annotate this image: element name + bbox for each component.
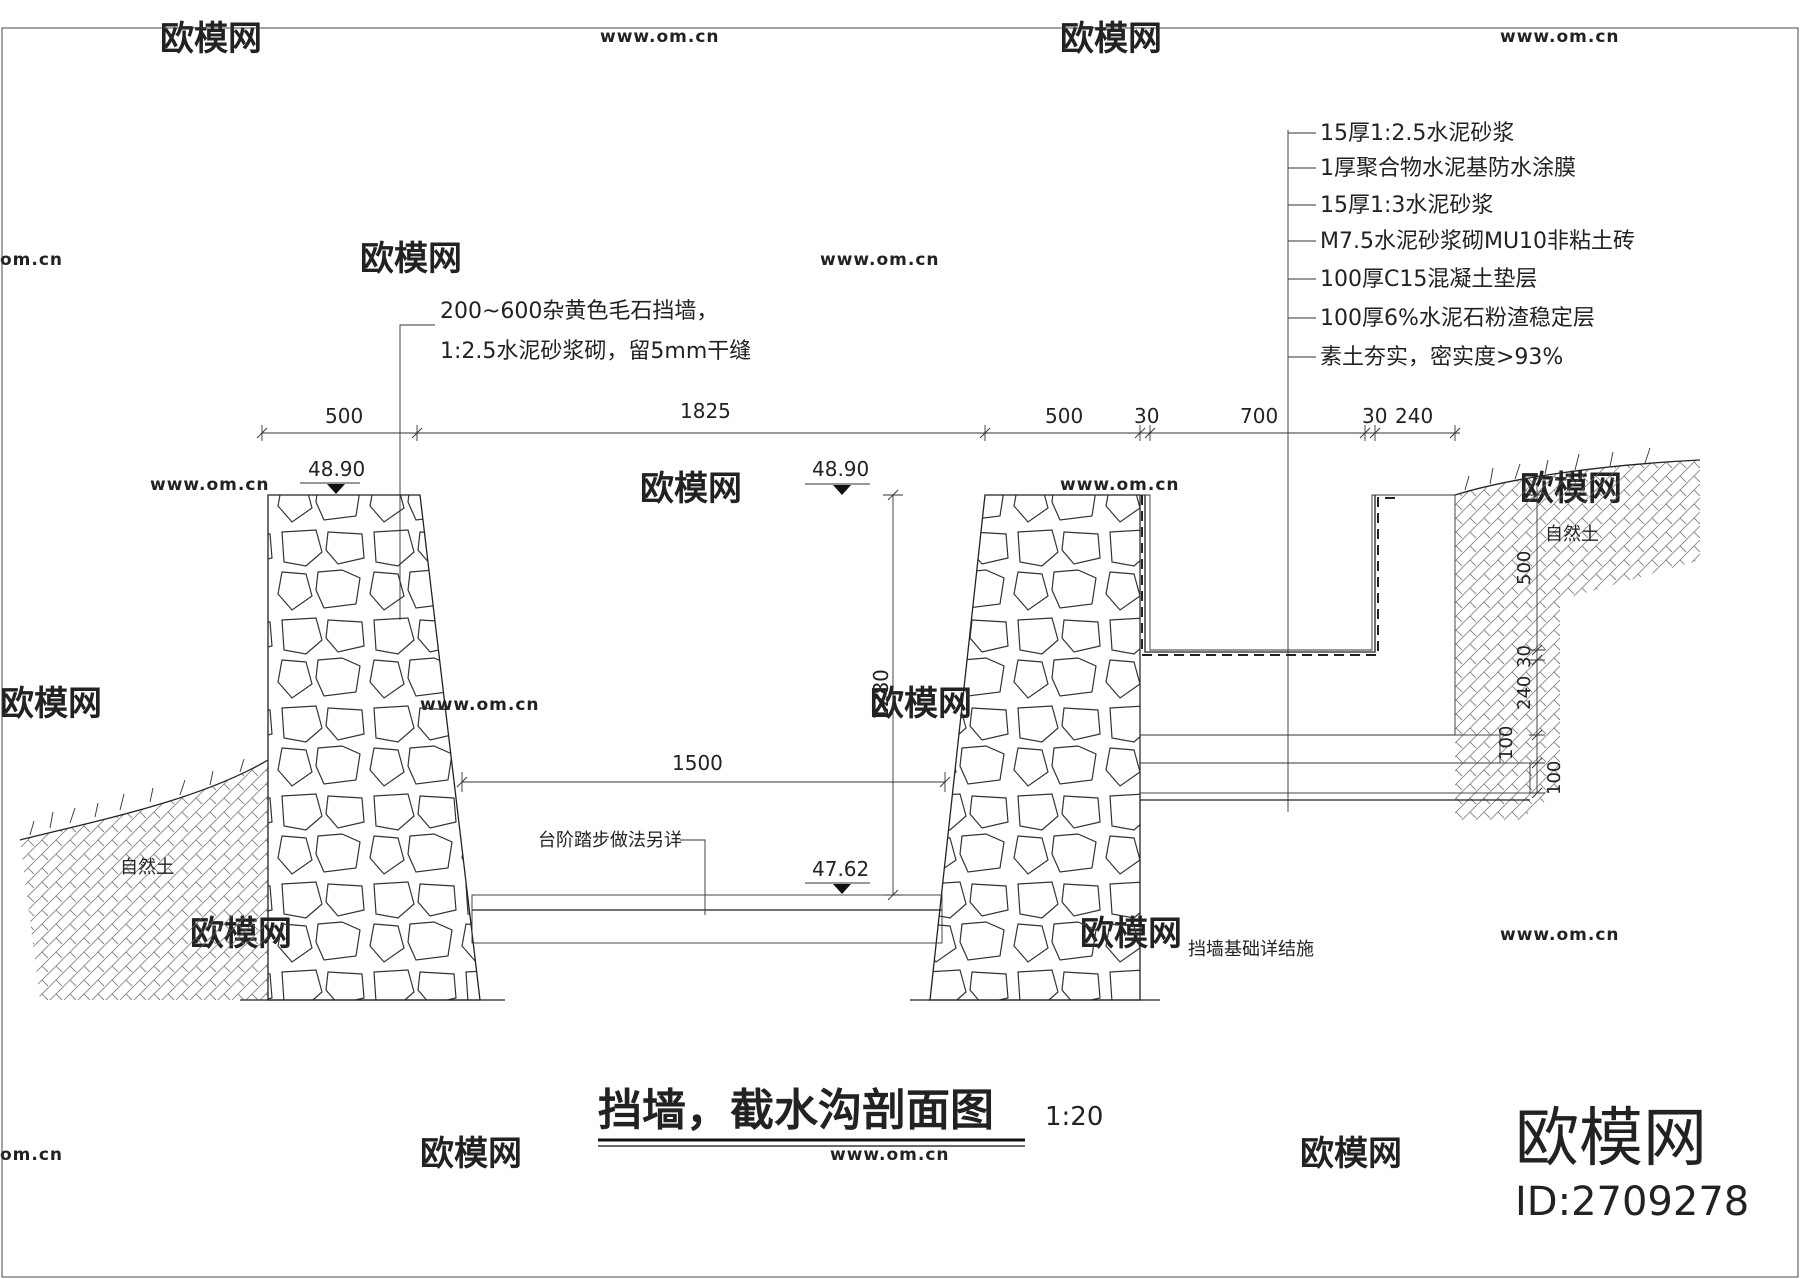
watermark-text: 欧模网 bbox=[640, 469, 742, 509]
elevation-top-left: 48.90 bbox=[300, 457, 365, 494]
watermark-url: www.om.cn bbox=[600, 27, 720, 47]
dim-label: 30 bbox=[1514, 645, 1535, 668]
watermark-url: om.cn bbox=[0, 250, 63, 270]
dim-label: 1825 bbox=[680, 399, 731, 423]
watermark-text: 欧模网 bbox=[360, 239, 462, 279]
trench-bottom bbox=[240, 894, 1160, 1001]
left-stone-wall bbox=[267, 494, 481, 1001]
step-note-text: 台阶踏步做法另详 bbox=[538, 830, 682, 851]
elevation-label: 48.90 bbox=[812, 457, 869, 481]
watermark-text: 欧模网 bbox=[160, 19, 262, 59]
brand-logo: 欧模网 bbox=[1515, 1102, 1707, 1176]
watermark-url: www.om.cn bbox=[1500, 925, 1620, 945]
layer-label: 1厚聚合物水泥基防水涂膜 bbox=[1320, 156, 1576, 181]
watermark-text: 欧模网 bbox=[1300, 1134, 1402, 1174]
layer-label: M7.5水泥砂浆砌MU10非粘土砖 bbox=[1320, 229, 1635, 254]
foundation-note: 挡墙基础详结施 bbox=[1188, 939, 1314, 960]
elevation-label: 48.90 bbox=[308, 457, 365, 481]
ground-right bbox=[1140, 447, 1701, 820]
dim-label: 240 bbox=[1395, 404, 1433, 428]
sheet-border bbox=[1, 27, 1799, 1278]
dim-label: 240 bbox=[1514, 676, 1535, 710]
dim-label: 1280 bbox=[869, 669, 893, 720]
left-note: 200~600杂黄色毛石挡墙， 1:2.5水泥砂浆砌，留5mm干缝 bbox=[399, 299, 751, 620]
layer-legend: 15厚1:2.5水泥砂浆 1厚聚合物水泥基防水涂膜 15厚1:3水泥砂浆 M7.… bbox=[1287, 121, 1635, 812]
dim-label: 500 bbox=[325, 404, 363, 428]
ground-left bbox=[19, 758, 269, 1000]
layer-label: 100厚6%水泥石粉渣稳定层 bbox=[1320, 306, 1595, 331]
elevation-bottom: 47.62 bbox=[805, 857, 870, 894]
watermark-url: www.om.cn bbox=[830, 1145, 950, 1165]
bottom-width-dimension: 1500 bbox=[456, 751, 951, 792]
watermark-text: 欧模网 bbox=[420, 1134, 522, 1174]
watermark-url: www.om.cn bbox=[820, 250, 940, 270]
brand-id: ID:2709278 bbox=[1515, 1179, 1749, 1225]
watermark-text: 欧模网 bbox=[1060, 19, 1162, 59]
layer-label: 素土夯实，密实度>93% bbox=[1320, 345, 1563, 370]
dim-label: 700 bbox=[1240, 404, 1278, 428]
title-text: 挡墙，截水沟剖面图 bbox=[598, 1085, 994, 1136]
dim-label: 100 bbox=[1496, 726, 1517, 760]
watermark-url: om.cn bbox=[0, 1145, 63, 1165]
dim-label: 30 bbox=[1362, 404, 1387, 428]
dim-label: 30 bbox=[1134, 404, 1159, 428]
watermark-url: www.om.cn bbox=[150, 475, 270, 495]
elevation-top-mid: 48.90 bbox=[805, 457, 870, 495]
note-line: 200~600杂黄色毛石挡墙， bbox=[440, 299, 718, 324]
note-line: 1:2.5水泥砂浆砌，留5mm干缝 bbox=[440, 339, 751, 364]
elevation-label: 47.62 bbox=[812, 857, 869, 881]
layered-trench bbox=[1139, 494, 1531, 794]
dim-label: 500 bbox=[1514, 551, 1535, 585]
right-vertical-dimensions: 500 30 240 100 100 bbox=[1496, 485, 1565, 799]
natural-soil-label: 自然土 bbox=[1545, 524, 1599, 545]
right-stone-wall bbox=[929, 494, 1141, 1001]
drawing-title: 挡墙，截水沟剖面图 1:20 bbox=[598, 1085, 1103, 1147]
layer-label: 100厚C15混凝土垫层 bbox=[1320, 267, 1537, 292]
top-dimension: 500 1825 500 30 700 30 240 bbox=[256, 399, 1461, 441]
watermark-text: 欧模网 bbox=[870, 684, 972, 724]
dim-label: 1500 bbox=[672, 751, 723, 775]
dim-label: 100 bbox=[1544, 761, 1565, 795]
layer-label: 15厚1:3水泥砂浆 bbox=[1320, 193, 1493, 218]
watermark-url: www.om.cn bbox=[1060, 475, 1180, 495]
watermark-url: www.om.cn bbox=[1500, 27, 1620, 47]
step-note: 台阶踏步做法另详 bbox=[538, 830, 706, 915]
natural-soil-label: 自然土 bbox=[120, 857, 174, 878]
dim-label: 500 bbox=[1045, 404, 1083, 428]
watermark-text: 欧模网 bbox=[0, 684, 102, 724]
height-dimension: 1280 bbox=[869, 489, 903, 901]
watermark-url: www.om.cn bbox=[420, 695, 540, 715]
layer-label: 15厚1:2.5水泥砂浆 bbox=[1320, 121, 1514, 146]
scale-text: 1:20 bbox=[1045, 1102, 1103, 1132]
